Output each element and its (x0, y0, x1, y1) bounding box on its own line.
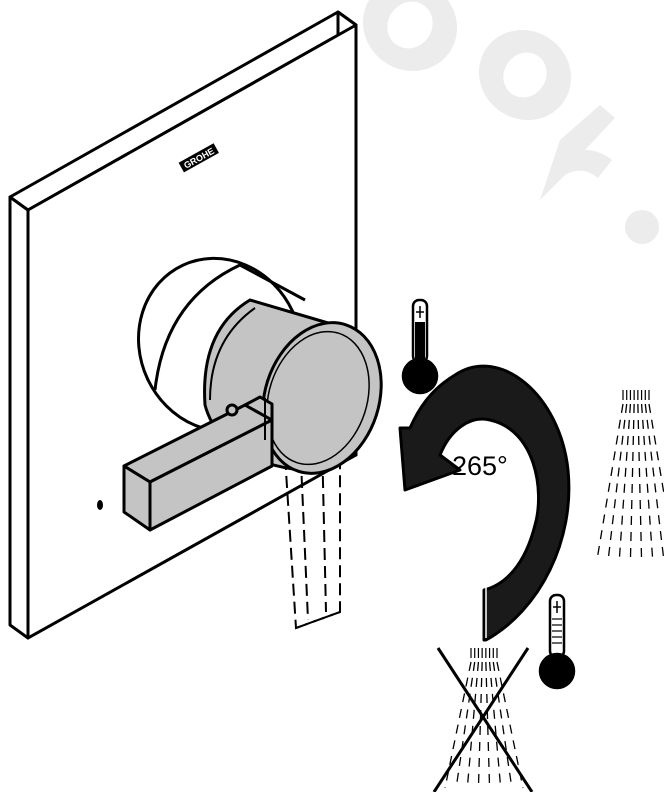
spray-streak (637, 403, 643, 561)
shower-spray-on-icon (596, 390, 664, 561)
spray-streak (644, 403, 664, 561)
cross-out-icon (432, 647, 534, 792)
spray-streak (496, 661, 524, 789)
spray-streak (640, 403, 654, 561)
spray-streak (485, 661, 491, 789)
spray-streak (455, 661, 476, 789)
spray-streak (618, 403, 632, 561)
shower-spray-off-icon (444, 648, 524, 789)
spray-streak (607, 403, 628, 561)
thermometer-high-icon (538, 593, 576, 690)
screw-hole (97, 500, 103, 510)
spray-streak (477, 661, 483, 789)
spray-streak (466, 661, 480, 789)
rotation-arrow (398, 364, 571, 642)
spray-streak (492, 661, 513, 789)
watermark (362, 0, 659, 244)
lever-handle[interactable] (122, 395, 274, 532)
spray-streak (596, 403, 624, 561)
rotation-angle-label: 265° (452, 451, 508, 481)
spray-streak (488, 661, 502, 789)
spray-streak (629, 403, 635, 561)
spray-streak (444, 661, 472, 789)
thermometer-low-icon (401, 298, 439, 395)
